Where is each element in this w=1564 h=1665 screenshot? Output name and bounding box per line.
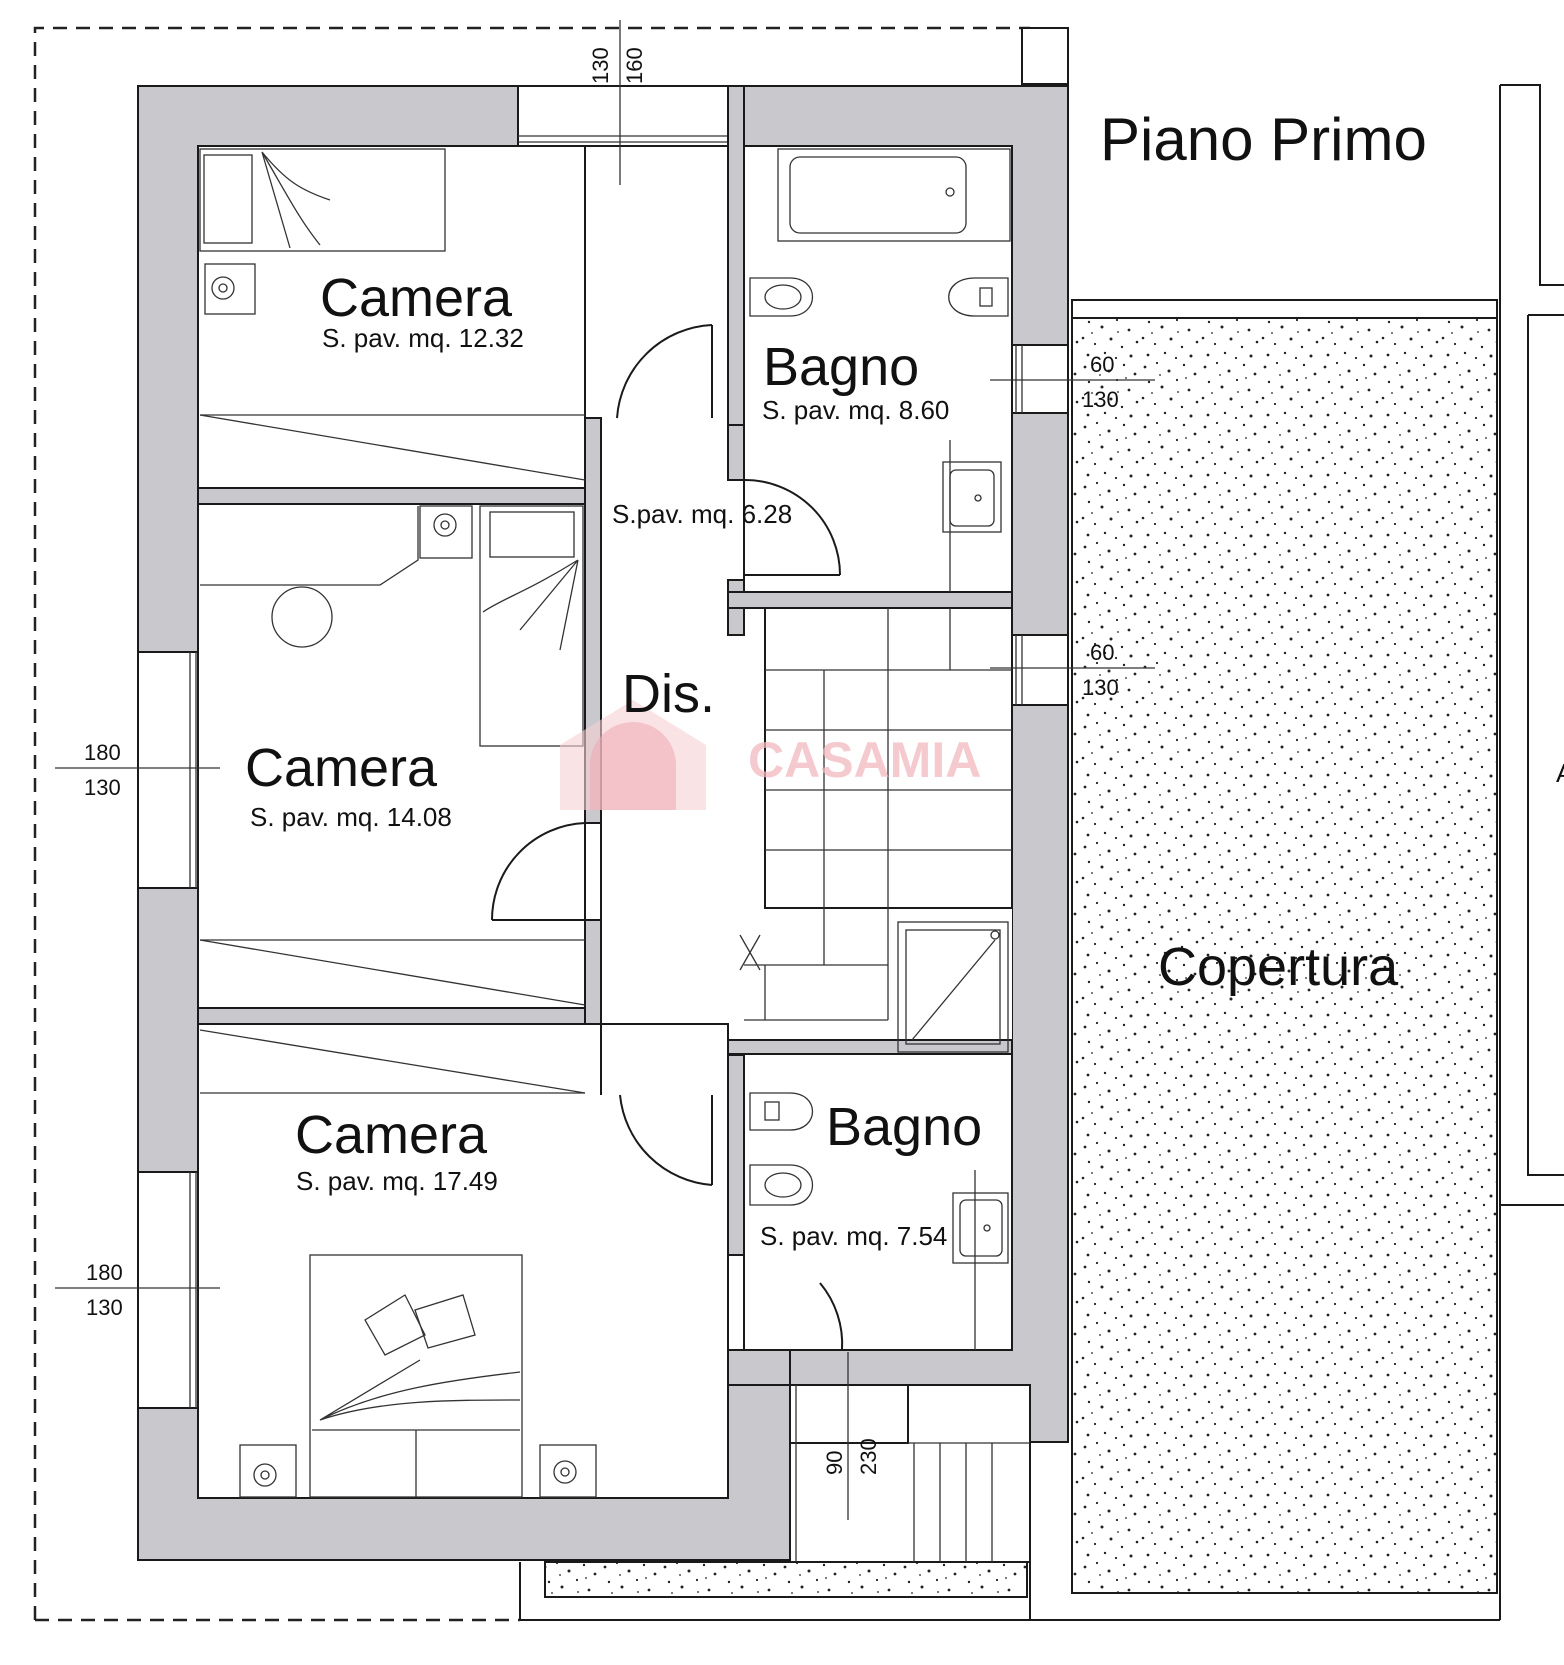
bed-double: [309, 1254, 523, 1498]
interior-walls: [197, 85, 1013, 1386]
staircase: [739, 607, 1013, 1021]
room-name-bagno-1: Bagno: [763, 337, 919, 397]
bedside-table-2: [419, 505, 473, 559]
bedside-table-1: [204, 263, 256, 315]
wardrobe-1: [199, 414, 586, 481]
toilet-1: [948, 277, 1009, 317]
lot-boundary: [33, 26, 1030, 1620]
room-area-camera-1: S. pav. mq. 12.32: [322, 323, 524, 353]
wardrobe-2: [199, 939, 586, 1006]
dim-right-window-1a: 60: [1090, 352, 1114, 377]
dim-left-window-2b: 130: [86, 1295, 123, 1320]
dim-bottom-door-b: 230: [856, 1438, 881, 1475]
room-area-camera-3: S. pav. mq. 17.49: [296, 1166, 498, 1196]
bed-single-1: [199, 148, 446, 252]
room-name-camera-1: Camera: [320, 268, 513, 328]
dim-top-window-b: 160: [622, 47, 647, 84]
room-name-dis: Dis.: [622, 664, 715, 724]
bathtub: [777, 148, 1011, 242]
plan-title: Piano Primo: [1100, 106, 1427, 173]
bedside-table-3a: [239, 1444, 297, 1498]
shower: [897, 921, 1009, 1053]
dim-right-window-1b: 130: [1082, 387, 1119, 412]
sink-2: [952, 1192, 1009, 1264]
watermark: CASAMIA: [560, 700, 981, 810]
room-name-bagno-2: Bagno: [826, 1097, 982, 1157]
dim-bottom-door-a: 90: [822, 1451, 847, 1475]
toilet-2: [749, 1092, 814, 1131]
dim-top-window-a: 130: [588, 47, 613, 84]
bedside-table-3b: [539, 1444, 597, 1498]
roof-bottom-strip: [544, 1561, 1028, 1598]
bidet-1: [749, 277, 814, 317]
roof-strip-top: [1071, 299, 1498, 319]
balcony-steps: [908, 1442, 1030, 1562]
neighbour-outline: [1500, 84, 1564, 286]
dim-right-window-2b: 130: [1082, 675, 1119, 700]
door-swings: [490, 324, 844, 1351]
bed-single-2: [479, 505, 584, 747]
roof-label: Copertura: [1158, 937, 1399, 997]
room-area-bagno-1: S. pav. mq. 8.60: [762, 395, 949, 425]
dim-left-window-1b: 130: [84, 775, 121, 800]
roof-area: [1071, 317, 1498, 1594]
dimension-lines: [55, 20, 1155, 1520]
desk-chair: [271, 586, 333, 648]
room-area-camera-2: S. pav. mq. 14.08: [250, 802, 452, 832]
dim-left-window-2a: 180: [86, 1260, 123, 1285]
dim-right-window-2a: 60: [1090, 640, 1114, 665]
bidet-2: [749, 1164, 814, 1206]
room-name-camera-3: Camera: [295, 1105, 488, 1165]
room-area-bagno-2: S. pav. mq. 7.54: [760, 1221, 947, 1251]
dim-left-window-1a: 180: [84, 740, 121, 765]
wardrobe-3: [199, 1029, 586, 1094]
svg-text:CASAMIA: CASAMIA: [748, 732, 981, 788]
room-area-dis: S.pav. mq. 6.28: [612, 499, 792, 529]
room-name-camera-2: Camera: [245, 738, 438, 798]
edge-letter: A: [1556, 758, 1564, 788]
